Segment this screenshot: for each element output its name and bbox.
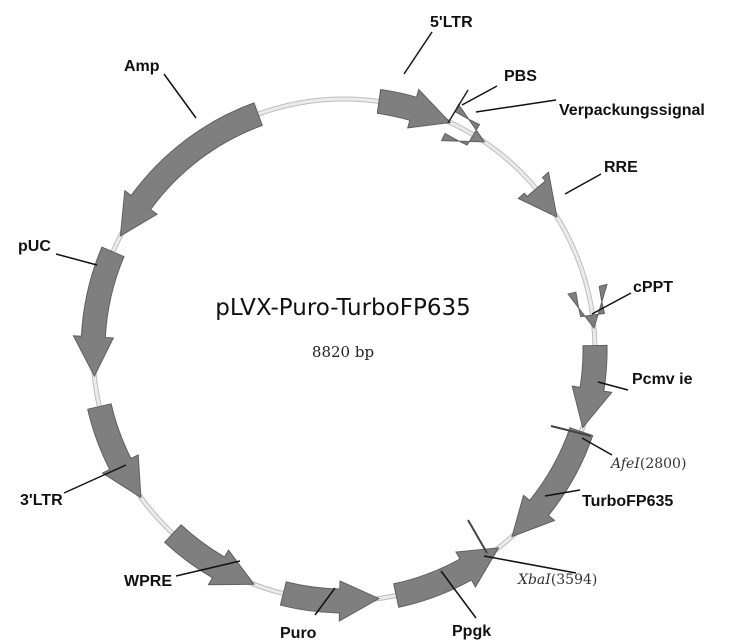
feature-arrow-amp xyxy=(119,102,263,237)
label-pcmv: Pcmv ie xyxy=(632,371,693,388)
label-pbs: PBS xyxy=(504,68,537,85)
feature-arrow-wpre xyxy=(163,524,255,586)
feature-arrow-turbofp xyxy=(511,427,594,538)
feature-arrow-ltr3 xyxy=(87,403,142,499)
label-psi: Verpackungssignal xyxy=(559,102,705,119)
label-ltr5: 5'LTR xyxy=(430,14,473,31)
label-ltr3: 3'LTR xyxy=(20,492,63,509)
xbai-tick xyxy=(467,519,488,554)
label-amp: Amp xyxy=(124,58,160,75)
label-turbofp: TurboFP635 xyxy=(582,493,673,510)
label-puc: pUC xyxy=(18,238,51,255)
afei-tick xyxy=(550,425,592,437)
feature-arrow-cppt xyxy=(567,283,608,330)
leader-lines xyxy=(55,31,632,619)
label-rre: RRE xyxy=(604,159,638,176)
xbai-name: XbaI xyxy=(517,572,551,588)
feature-arrow-rre xyxy=(517,171,558,218)
feature-arrow-ltr5 xyxy=(376,88,452,129)
feature-arrow-puc xyxy=(72,246,125,378)
feature-arrow-puro xyxy=(279,580,381,622)
plasmid-size: 8820 bp xyxy=(312,343,374,361)
feature-arrow-psi xyxy=(440,103,486,146)
label-xbai: XbaI(3594) xyxy=(517,572,597,588)
afei-position: (2800) xyxy=(640,456,687,472)
plasmid-name: pLVX-Puro-TurboFP635 xyxy=(215,295,470,321)
label-wpre: WPRE xyxy=(124,573,172,590)
xbai-position: (3594) xyxy=(551,572,598,588)
afei-name: AfeI xyxy=(609,456,640,472)
label-afei: AfeI(2800) xyxy=(609,456,686,472)
label-puro: Puro xyxy=(280,625,317,642)
pbs-tick xyxy=(447,89,469,124)
feature-arrow-pcmv xyxy=(571,344,613,429)
label-ppgk: Ppgk xyxy=(452,623,491,640)
label-cppt: cPPT xyxy=(633,279,673,296)
